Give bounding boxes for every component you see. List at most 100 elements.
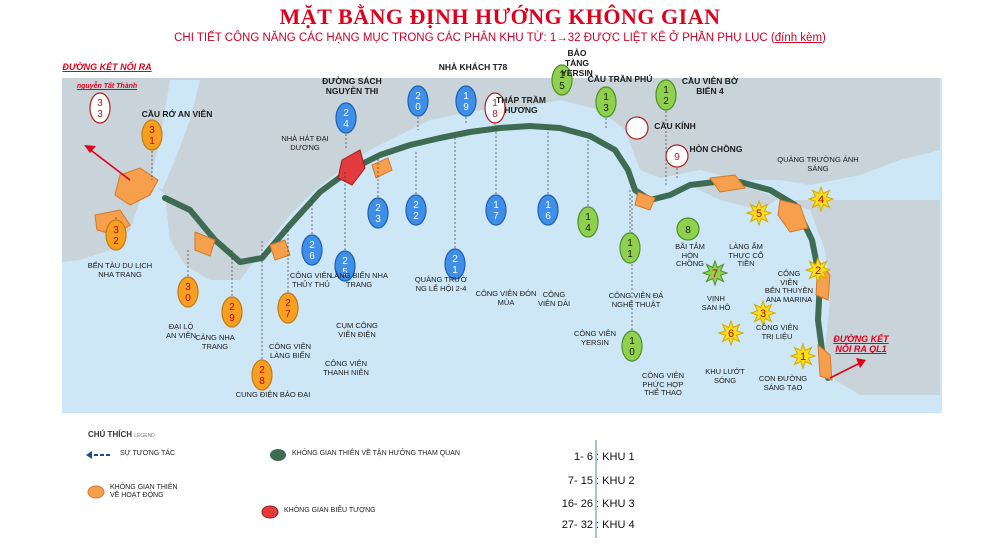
marker-2: 2 bbox=[804, 256, 832, 284]
marker-star-shape bbox=[701, 259, 729, 287]
marker-star-shape bbox=[807, 185, 835, 213]
activity-space-25 bbox=[371, 157, 393, 179]
land-river-mouth bbox=[150, 80, 200, 190]
place-label: CÔNG VIÊN THỦY THỦ bbox=[289, 271, 333, 289]
activity-space-9 bbox=[634, 191, 656, 211]
marker-circle bbox=[455, 85, 477, 117]
marker-circle bbox=[655, 79, 677, 111]
marker-number: 4 bbox=[818, 194, 824, 206]
arrow-left-exit-head bbox=[84, 145, 96, 153]
zone-range: 1- 6 bbox=[574, 451, 593, 463]
activity-space-1 bbox=[817, 343, 833, 381]
marker-circle bbox=[537, 194, 559, 226]
marker-circle bbox=[595, 86, 617, 118]
marker-circle bbox=[621, 330, 643, 362]
legend-iconic-swatch bbox=[261, 505, 279, 519]
zone-range: 7- 15 bbox=[567, 475, 593, 487]
marker-circle bbox=[625, 116, 649, 140]
zone-name: KHU 1 bbox=[602, 451, 635, 463]
marker-circle bbox=[335, 102, 357, 134]
exit-label-ql1: ĐƯỜNG KẾT NỐI RA QL1 bbox=[833, 334, 889, 355]
marker-4: 4 bbox=[807, 185, 835, 213]
land-south-east bbox=[780, 200, 940, 395]
place-label: THÁP TRẦM HƯƠNG bbox=[496, 95, 546, 115]
place-label: CẢNG NHA TRANG bbox=[195, 333, 235, 351]
place-label: CỤM CÔNG VIÊN ĐIỆN bbox=[336, 321, 378, 339]
place-label: CUNG ĐIỆN BẢO ĐẠI bbox=[235, 390, 311, 399]
marker-circle bbox=[407, 85, 429, 117]
marker-number: 7 bbox=[712, 268, 718, 280]
exit-label-nguyen-tat-thanh-title: ĐƯỜNG KẾT NỐI RA bbox=[62, 62, 152, 73]
legend-activity-swatch bbox=[87, 485, 105, 499]
place-label: LÀNG ẨM THỰC CỔ TIỀN bbox=[728, 242, 764, 269]
marker-circle bbox=[676, 217, 700, 241]
marker-circle bbox=[177, 276, 199, 308]
marker-number: 2 bbox=[815, 265, 821, 277]
legend-item-activity: KHÔNG GIAN THIÊN VỀ HOẠT ĐỘNG bbox=[110, 484, 178, 500]
marker-number: 8 bbox=[685, 225, 691, 236]
place-label: CẦU TRẦN PHÚ bbox=[587, 74, 653, 84]
activity-space-5 bbox=[777, 199, 809, 233]
zone-row-1: 1- 6 : KHU 1 bbox=[555, 451, 645, 463]
marker-3: 3 bbox=[749, 299, 777, 327]
arrow-right-exit-head bbox=[856, 358, 866, 368]
place-label: CÔNG VIÊN BẾN THUYỀN ANA MARINA bbox=[764, 269, 814, 304]
exit-label-nguyen-tat-thanh: ĐƯỜNG KẾT NỐI RA nguyễn Tất Thành bbox=[52, 52, 162, 101]
marker-number: 6 bbox=[728, 328, 734, 340]
legend-greenway-swatch bbox=[270, 449, 286, 461]
page-title: MẶT BẰNG ĐỊNH HƯỚNG KHÔNG GIAN bbox=[279, 4, 721, 29]
place-label: ĐƯỜNG SÁCH NGUYỄN THI bbox=[322, 76, 382, 96]
marker-number: 3 bbox=[760, 308, 766, 320]
marker-1: 1 bbox=[789, 342, 817, 370]
place-label: VỊNH SAN HÔ bbox=[701, 294, 731, 312]
arrow-left-exit bbox=[87, 147, 131, 181]
place-label: CÔNG VIÊN LÀNG BIỂN bbox=[268, 342, 312, 360]
activity-space-27 bbox=[269, 239, 291, 261]
place-label: CẦU KÍNH bbox=[654, 121, 696, 131]
marker-star-shape bbox=[789, 342, 817, 370]
marker-circle bbox=[551, 64, 573, 96]
marker-circle bbox=[251, 359, 273, 391]
place-label: BẢO TÀNG YERSIN bbox=[561, 48, 593, 78]
place-label: NHÀ HÁT ĐẠI DƯƠNG bbox=[281, 134, 329, 152]
marker-5: 5 bbox=[745, 199, 773, 227]
place-label: CÔNG VIÊN TRỊ LIỆU bbox=[755, 323, 799, 341]
marker-blank bbox=[625, 116, 649, 140]
marker-circle bbox=[665, 144, 689, 168]
marker-circle bbox=[277, 292, 299, 324]
legend-title: CHÚ THÍCH LEGEND bbox=[88, 430, 155, 439]
marker-circle bbox=[105, 219, 127, 251]
connection-arrows bbox=[84, 145, 866, 379]
place-label: NHÀ KHÁCH T78 bbox=[438, 62, 508, 72]
subtitle-link[interactable]: đính kèm bbox=[774, 32, 823, 44]
place-label: CẦU VIÊN BỜ BIỂN 4 bbox=[681, 76, 739, 96]
zone-name: KHU 2 bbox=[602, 475, 635, 487]
